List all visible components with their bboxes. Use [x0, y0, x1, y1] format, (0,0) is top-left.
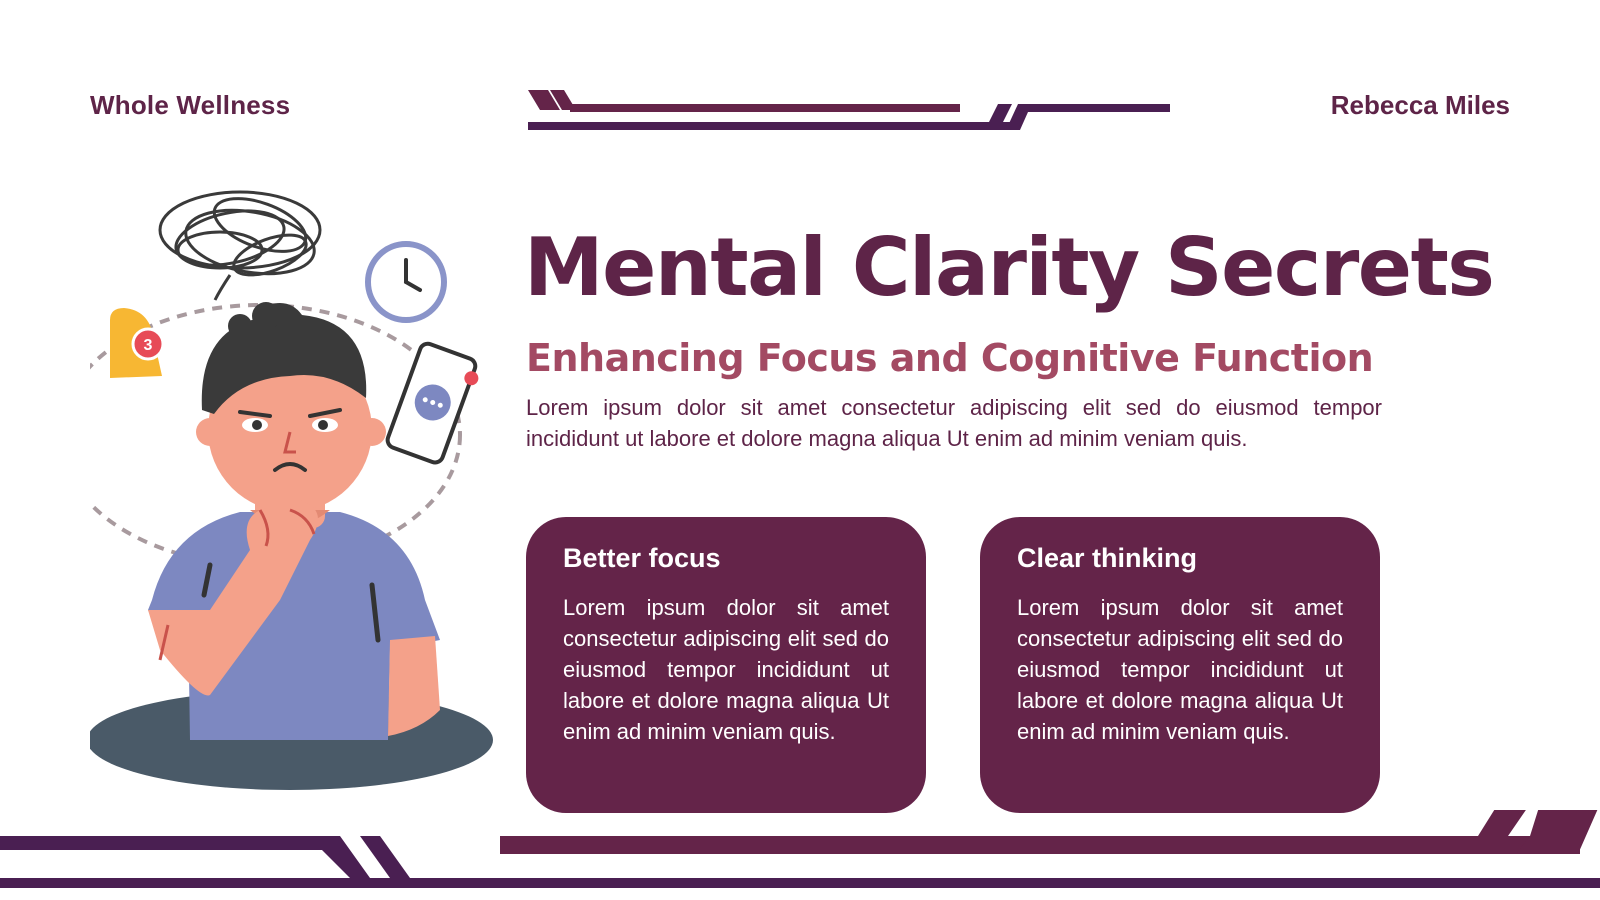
card-body: Lorem ipsum dolor sit amet consectetur a… [1017, 595, 1343, 744]
card-heading: Better focus [563, 543, 721, 573]
top-decoration [528, 90, 1170, 130]
card-heading: Clear thinking [1017, 543, 1198, 573]
page-title: Mental Clarity Secrets [524, 221, 1495, 314]
clock-icon [365, 241, 447, 323]
brand-name: Whole Wellness [90, 90, 291, 120]
bottom-decoration [0, 810, 1600, 888]
intro-text: Lorem ipsum dolor sit amet consectetur a… [526, 395, 1382, 451]
scribble-icon [158, 190, 322, 301]
author-name: Rebecca Miles [1330, 90, 1510, 120]
orbit-dashes [90, 303, 462, 567]
card-body: Lorem ipsum dolor sit amet consectetur a… [563, 595, 889, 744]
bell-icon: 3 [110, 308, 165, 378]
card-clear-thinking: Clear thinking Lorem ipsum dolor sit ame… [980, 517, 1380, 813]
notification-count: 3 [144, 337, 153, 354]
page-subtitle: Enhancing Focus and Cognitive Function [526, 336, 1374, 380]
phone-chat-icon [385, 341, 479, 465]
person [148, 302, 440, 740]
stressed-person-illustration: 3 [90, 190, 493, 790]
card-better-focus: Better focus Lorem ipsum dolor sit amet … [526, 517, 926, 813]
